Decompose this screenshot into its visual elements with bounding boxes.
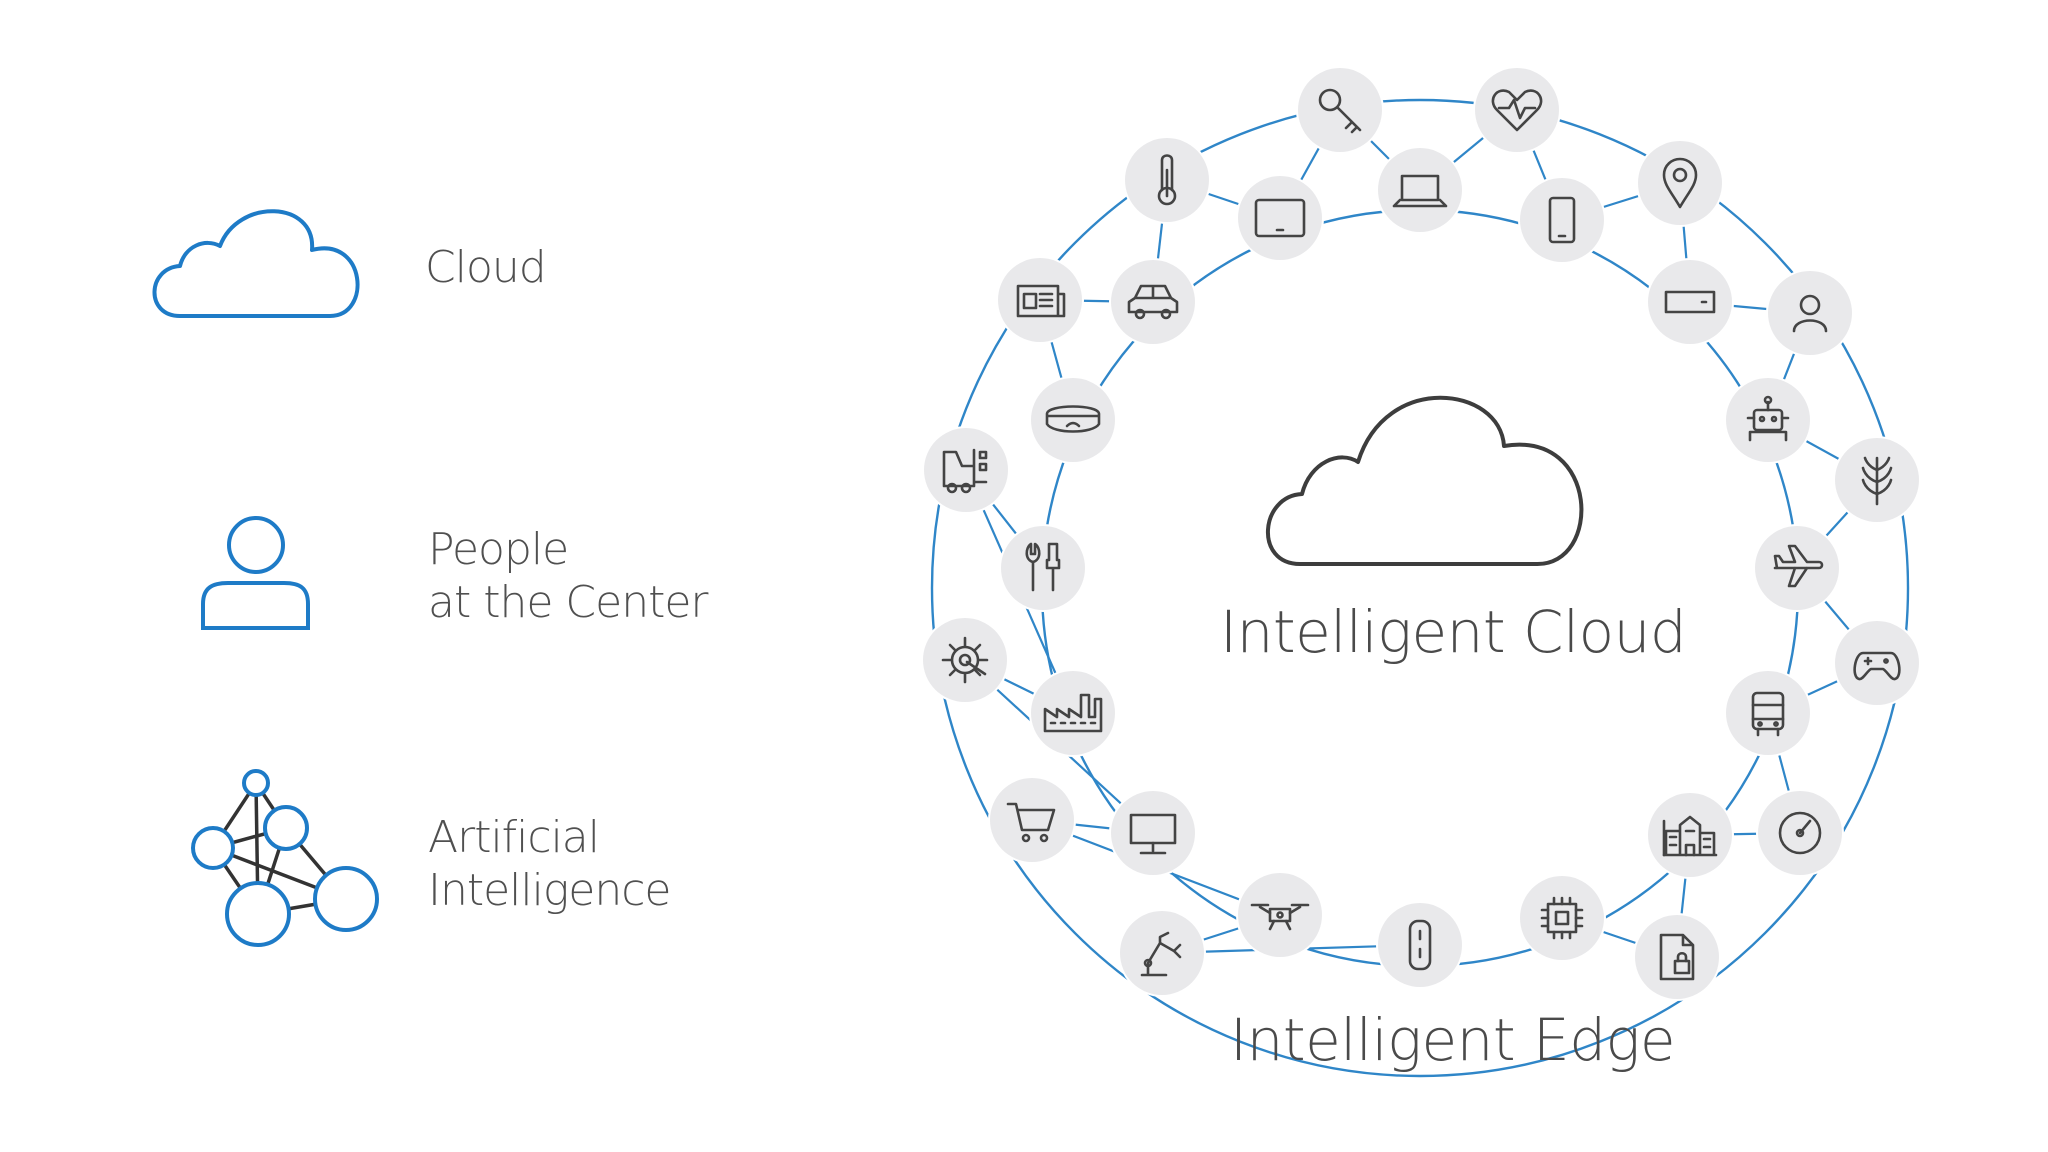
shopping-cart-icon: [1006, 802, 1056, 843]
map-pin-icon: [1662, 157, 1698, 209]
game-controller-icon: [1853, 651, 1901, 681]
device-node: [1724, 669, 1812, 757]
bus-icon: [1751, 691, 1785, 737]
device-node: [922, 426, 1010, 514]
robot-icon: [1746, 395, 1790, 442]
user-icon: [1792, 294, 1828, 333]
edge-device-nodes: [921, 66, 1921, 1001]
device-node: [1633, 913, 1721, 1001]
chip-icon: [1540, 896, 1584, 940]
settings-gear-icon: [941, 636, 989, 684]
device-node: [1236, 174, 1324, 262]
device-node: [1473, 66, 1561, 154]
cloud-legend-icon: [152, 209, 360, 318]
device-node: [1376, 901, 1464, 989]
device-node: [999, 524, 1087, 612]
central-cloud-icon: [1265, 395, 1584, 567]
device-node: [996, 256, 1084, 344]
monitor-icon: [1129, 813, 1177, 855]
device-node: [1766, 269, 1854, 357]
device-node: [1518, 874, 1606, 962]
device-node: [1109, 258, 1197, 346]
device-node: [1118, 909, 1206, 997]
device-node: [1756, 789, 1844, 877]
buildings-icon: [1662, 815, 1718, 857]
device-node: [1123, 136, 1211, 224]
mixed-reality-headset-icon: [1045, 405, 1101, 433]
device-node: [988, 776, 1076, 864]
neural-network-legend-icon: [191, 769, 379, 947]
legend-ai-line1: Artificial: [428, 812, 600, 863]
newspaper-icon: [1016, 284, 1066, 318]
device-node: [1646, 791, 1734, 879]
legend-ai-label: Artificial Intelligence: [428, 812, 671, 918]
forklift-icon: [942, 448, 988, 494]
intelligent-cloud-label: Intelligent Cloud: [1220, 598, 1687, 666]
person-legend-icon: [201, 516, 310, 630]
factory-icon: [1043, 693, 1103, 733]
tools-icon: [1025, 542, 1061, 592]
laptop-icon: [1392, 174, 1448, 208]
legend-ai-line2: Intelligence: [428, 864, 671, 916]
legend-people-label: People at the Center: [428, 524, 708, 630]
airplane-icon: [1773, 544, 1824, 588]
device-node: [1833, 436, 1921, 524]
device-node: [921, 616, 1009, 704]
device-node: [1236, 871, 1324, 959]
device-node: [1724, 376, 1812, 464]
remote-icon: [1408, 919, 1432, 971]
car-icon: [1127, 284, 1179, 320]
drone-icon: [1250, 903, 1310, 931]
device-node: [1296, 66, 1384, 154]
device-node: [1029, 669, 1117, 757]
legend-cloud-label: Cloud: [425, 242, 547, 293]
device-node: [1109, 789, 1197, 877]
device-node: [1029, 376, 1117, 464]
intelligent-edge-label: Intelligent Edge: [1230, 1006, 1676, 1074]
gauge-icon: [1778, 811, 1822, 855]
device-node: [1646, 258, 1734, 346]
device-node: [1636, 139, 1724, 227]
server-icon: [1664, 290, 1716, 314]
document-lock-icon: [1659, 933, 1695, 981]
legend-people-line2: at the Center: [428, 576, 708, 628]
wheat-icon: [1861, 456, 1893, 506]
thermometer-icon: [1157, 154, 1177, 206]
device-node: [1753, 524, 1841, 612]
device-node: [1376, 146, 1464, 234]
legend-people-line1: People: [428, 524, 569, 575]
heart-monitor-icon: [1491, 89, 1543, 132]
device-node: [1518, 176, 1606, 264]
tablet-icon: [1254, 198, 1306, 238]
phone-icon: [1548, 196, 1576, 244]
device-node: [1833, 619, 1921, 707]
robot-arm-icon: [1140, 931, 1182, 977]
key-icon: [1318, 88, 1362, 134]
